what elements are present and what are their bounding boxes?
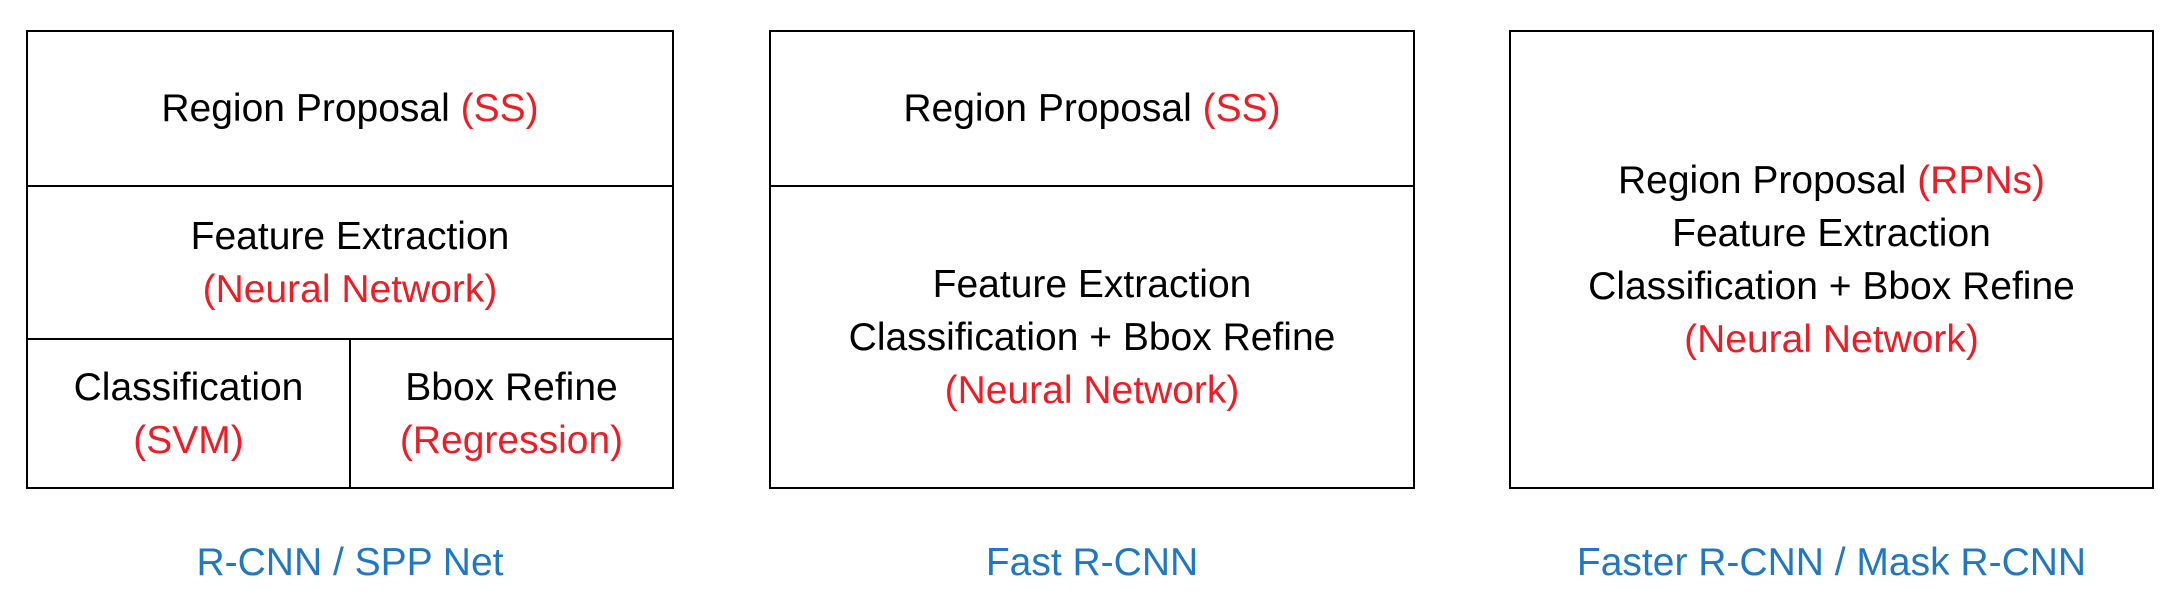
fast-rcnn-caption: Fast R-CNN xyxy=(985,541,1199,584)
rcnn-bbox-refine-cell: Bbox Refine (Regression) xyxy=(351,340,672,487)
rcnn-feature-extraction-cell: Feature Extraction (Neural Network) xyxy=(28,187,672,338)
fast-rcnn-region-label: Region Proposal xyxy=(903,87,1192,130)
rcnn-bbox-label: Bbox Refine xyxy=(405,365,618,409)
faster-rcnn-region-method: (RPNs) xyxy=(1917,158,2046,202)
rcnn-panel: Region Proposal (SS) Feature Extraction … xyxy=(26,30,674,489)
rcnn-region-proposal-cell: Region Proposal (SS) xyxy=(28,32,672,185)
rcnn-divider-2 xyxy=(28,338,672,340)
faster-rcnn-line-2: Classification + Bbox Refine xyxy=(1588,264,2075,308)
rcnn-cls-method: (SVM) xyxy=(133,418,244,462)
rcnn-feature-label: Feature Extraction xyxy=(190,214,510,258)
fast-rcnn-combined-cell: Feature Extraction Classification + Bbox… xyxy=(771,187,1413,487)
rcnn-cls-label: Classification xyxy=(73,365,304,409)
fast-rcnn-line-2: Classification + Bbox Refine xyxy=(848,315,1336,359)
fast-rcnn-method: (Neural Network) xyxy=(944,368,1240,412)
fast-rcnn-panel: Region Proposal (SS) Feature Extraction … xyxy=(769,30,1415,489)
rcnn-region-label: Region Proposal xyxy=(161,87,450,130)
rcnn-bbox-method: (Regression) xyxy=(399,418,624,462)
fast-rcnn-divider xyxy=(771,185,1413,187)
faster-rcnn-method: (Neural Network) xyxy=(1684,317,1979,361)
rcnn-feature-method: (Neural Network) xyxy=(202,267,498,311)
fast-rcnn-region-method: (SS) xyxy=(1202,87,1281,130)
faster-rcnn-panel: Region Proposal (RPNs) Feature Extractio… xyxy=(1509,30,2154,489)
fast-rcnn-line-1: Feature Extraction xyxy=(932,262,1252,306)
faster-rcnn-region-label: Region Proposal xyxy=(1617,158,1907,202)
fast-rcnn-region-proposal-cell: Region Proposal (SS) xyxy=(771,32,1413,185)
rcnn-caption: R-CNN / SPP Net xyxy=(196,541,504,584)
faster-rcnn-caption: Faster R-CNN / Mask R-CNN xyxy=(1576,541,2087,584)
faster-rcnn-line-1: Feature Extraction xyxy=(1672,211,1991,255)
rcnn-classification-cell: Classification (SVM) xyxy=(28,340,349,487)
rcnn-divider-vertical xyxy=(349,340,351,487)
rcnn-divider-1 xyxy=(28,185,672,187)
rcnn-region-method: (SS) xyxy=(460,87,539,130)
faster-rcnn-unified-cell: Region Proposal (RPNs) Feature Extractio… xyxy=(1511,32,2152,487)
